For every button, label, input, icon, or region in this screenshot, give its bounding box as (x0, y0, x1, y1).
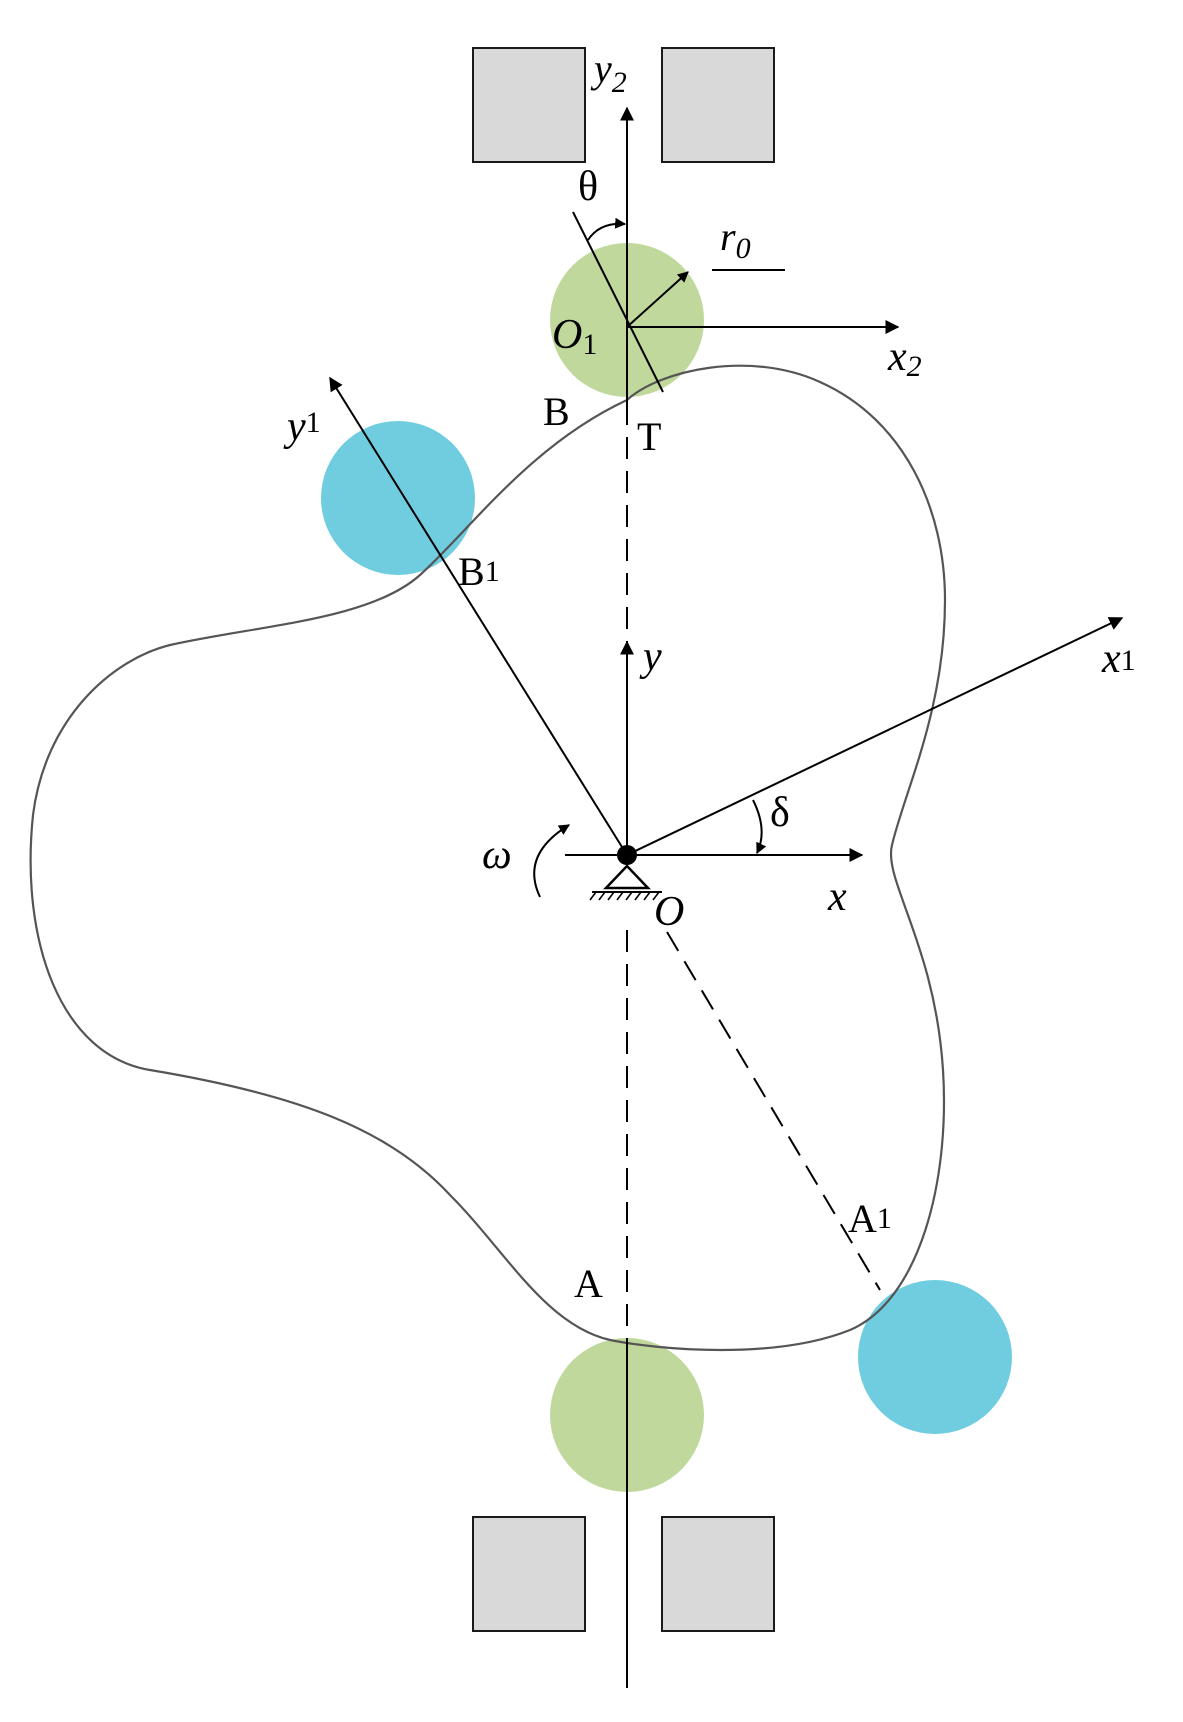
label-o: O (654, 889, 684, 935)
y1-axis (329, 376, 628, 856)
roller-upper-left (321, 421, 475, 575)
label-delta: δ (770, 790, 790, 836)
label-a1: A1 (848, 1196, 892, 1241)
label-o1: O1 (552, 312, 597, 361)
guide-block-bottom-left (472, 1516, 586, 1632)
label-omega: ω (482, 832, 512, 878)
tangent-line (572, 211, 664, 393)
label-x: x (827, 874, 847, 920)
label-x1: x1 (1101, 636, 1136, 682)
pivot-ground-hatch (589, 891, 660, 901)
label-a: A (574, 1261, 603, 1306)
theta-arc (587, 217, 627, 241)
delta-arc (752, 799, 767, 854)
pivot-support-icon (603, 864, 651, 890)
label-y2: y2 (590, 46, 627, 99)
a1-dashed-line (666, 931, 881, 1291)
guide-block-bottom-right (661, 1516, 775, 1632)
guide-block-top-left (472, 47, 586, 163)
x1-axis (626, 617, 1124, 856)
label-y: y (639, 634, 662, 680)
cam-pivot (617, 845, 637, 865)
cam-profile (29, 364, 947, 1352)
label-b: B (543, 389, 570, 434)
label-r0: r0 (720, 214, 751, 265)
omega-arc (533, 824, 570, 898)
label-x2: x2 (887, 334, 922, 383)
r0-radius (626, 271, 689, 328)
label-theta: θ (578, 164, 598, 210)
label-b1: B1 (458, 549, 500, 594)
label-y1: y1 (283, 404, 321, 450)
roller-lower-right (858, 1280, 1012, 1434)
label-t: T (637, 414, 661, 459)
guide-block-top-right (661, 47, 775, 163)
